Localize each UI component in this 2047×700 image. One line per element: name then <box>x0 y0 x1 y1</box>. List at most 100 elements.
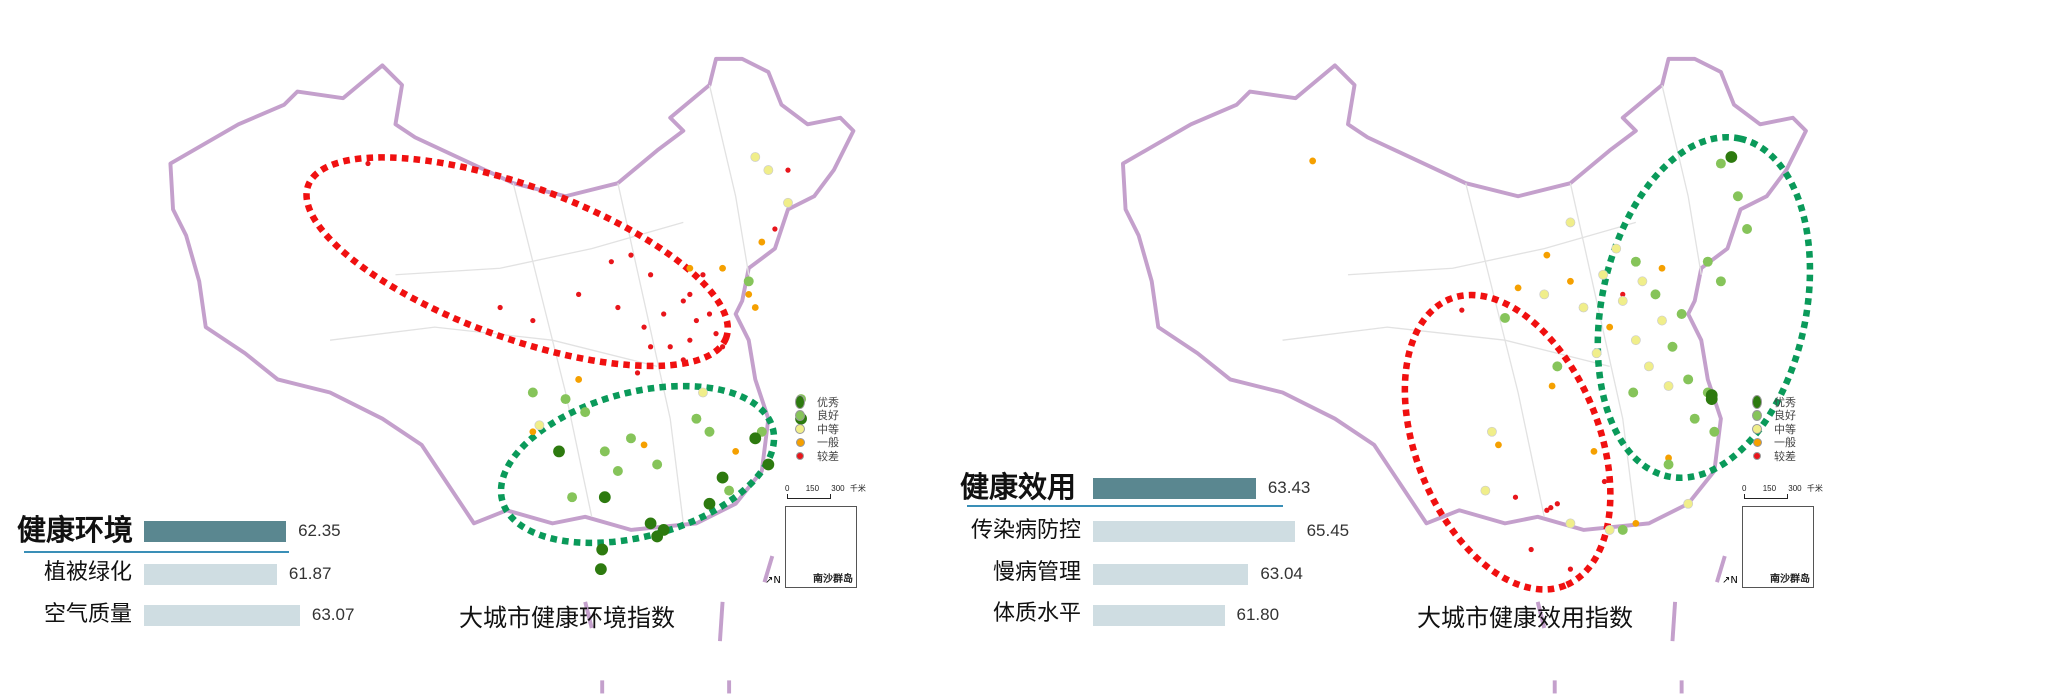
good-cluster-ellipse <box>1594 133 1814 482</box>
legend-dot-icon <box>795 423 805 434</box>
environment-map <box>168 56 856 694</box>
legend-dot-icon <box>795 437 805 447</box>
legend-label: 一般 <box>817 436 839 450</box>
legend: 优秀良好中等一般较差 <box>1752 394 1796 463</box>
city-dot <box>1567 566 1574 572</box>
maritime-boundary <box>583 601 594 629</box>
city-dot <box>594 563 607 576</box>
province-boundary <box>1282 326 1610 367</box>
city-dot <box>785 167 791 173</box>
legend-label: 良好 <box>1774 409 1796 423</box>
city-dot <box>1495 441 1502 449</box>
legend-item: 优秀 <box>1752 394 1796 409</box>
city-dot <box>534 420 545 431</box>
city-dot <box>1514 284 1522 292</box>
city-dot <box>750 152 761 162</box>
province-boundary <box>1661 84 1702 275</box>
city-dot <box>365 160 371 167</box>
legend-dot-icon <box>1752 437 1762 447</box>
legend-item: 优秀 <box>795 394 839 409</box>
city-dot <box>1630 335 1641 346</box>
city-dot <box>1742 224 1753 234</box>
city-dot <box>1591 348 1602 359</box>
maritime-boundary <box>762 555 775 583</box>
city-dot <box>763 165 774 175</box>
country-border <box>168 56 856 532</box>
city-dot <box>1565 518 1576 529</box>
north-arrow-icon: ↗N <box>765 575 781 586</box>
legend-label: 较差 <box>817 449 839 463</box>
city-dot <box>1548 505 1554 511</box>
city-dot <box>527 387 538 398</box>
city-dot <box>745 290 753 298</box>
legend-label: 一般 <box>1774 436 1796 450</box>
scale-tick: 300 <box>831 484 845 493</box>
province-boundary <box>1569 183 1637 524</box>
city-dot <box>693 317 700 324</box>
city-dot <box>1732 191 1743 202</box>
city-dot <box>1683 498 1694 509</box>
city-dot <box>1617 296 1628 306</box>
city-dot <box>567 492 578 503</box>
city-dot <box>680 357 686 363</box>
city-dot <box>687 291 693 298</box>
maritime-boundary <box>1715 555 1727 583</box>
south-china-sea-inset: 南沙群岛 <box>1742 506 1814 588</box>
city-dot <box>641 324 647 330</box>
map-title: 大城市健康环境指数 <box>459 604 675 632</box>
city-dot <box>1709 426 1720 437</box>
city-dot <box>719 264 726 272</box>
city-dot <box>700 272 706 278</box>
city-dot <box>1725 151 1738 163</box>
country-border <box>1120 56 1808 532</box>
scale-bar: 0 150 300 千米 <box>785 483 866 499</box>
legend-label: 良好 <box>817 409 839 423</box>
city-dot <box>560 394 571 405</box>
city-dot <box>615 304 621 311</box>
legend-item: 较差 <box>1752 449 1796 463</box>
city-dot <box>575 376 583 383</box>
scale-unit: 千米 <box>1806 484 1823 493</box>
city-dot <box>1543 251 1551 259</box>
legend-label: 较差 <box>1774 449 1796 463</box>
city-dot <box>1663 459 1674 470</box>
city-dot <box>716 471 729 484</box>
maritime-boundary <box>1670 601 1678 642</box>
province-boundary <box>708 84 750 275</box>
city-dot <box>1657 315 1667 326</box>
city-dot <box>1628 387 1639 398</box>
maritime-boundary <box>1535 601 1547 629</box>
city-dot <box>1702 256 1713 267</box>
city-dot <box>1480 485 1491 496</box>
inset-label: 南沙群岛 <box>1770 574 1810 585</box>
city-dot <box>1606 323 1614 331</box>
north-arrow-icon: ↗N <box>1722 575 1738 586</box>
city-dot <box>598 491 611 504</box>
province-boundary <box>1347 221 1637 276</box>
province-boundary <box>617 183 684 524</box>
city-dot <box>1611 243 1622 254</box>
legend: 优秀良好中等一般较差 <box>795 394 839 463</box>
city-dot <box>680 298 686 304</box>
city-dot <box>783 197 793 208</box>
city-dot <box>1665 454 1672 462</box>
legend-item: 一般 <box>795 436 839 450</box>
city-dot <box>1620 291 1626 298</box>
province-boundary <box>329 326 658 367</box>
city-dot <box>751 304 759 311</box>
city-dot <box>651 530 664 543</box>
city-dot <box>1567 277 1574 285</box>
city-dot <box>1617 524 1628 535</box>
city-dot <box>1512 494 1519 500</box>
city-dot <box>580 407 591 418</box>
city-dot <box>1539 289 1550 300</box>
city-dot <box>640 441 648 449</box>
legend-item: 良好 <box>795 409 839 423</box>
scale-bar: 0 150 300 千米 <box>1742 483 1823 499</box>
city-dot <box>706 311 713 317</box>
city-dot <box>1715 158 1726 169</box>
city-dot <box>1630 256 1641 267</box>
province-boundary <box>1465 183 1545 517</box>
scale-tick: 150 <box>805 484 820 493</box>
